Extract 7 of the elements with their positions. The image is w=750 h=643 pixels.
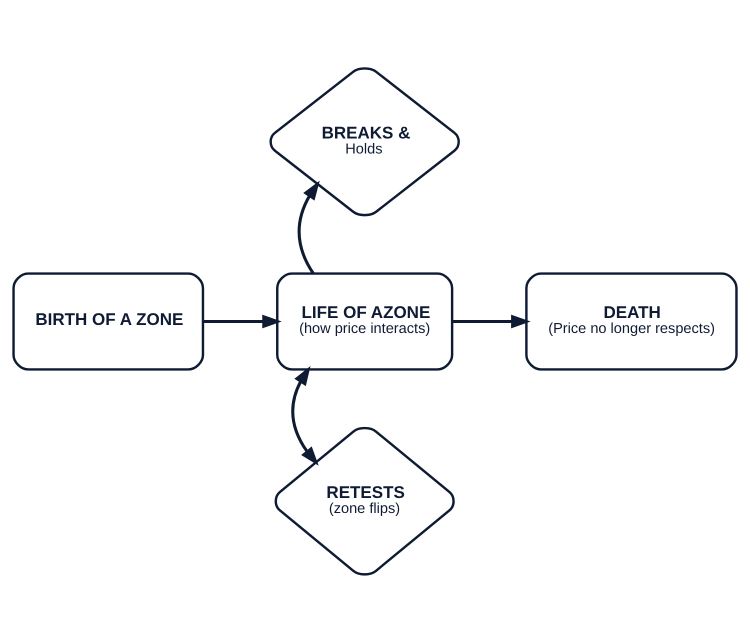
node-box: BIRTH OF A ZONE (12, 272, 204, 371)
arrow (298, 180, 320, 274)
arrow (452, 314, 531, 328)
node-box: LIFE OF AZONE (how price interacts) (276, 272, 454, 371)
arrow (291, 366, 319, 466)
node-box: DEATH (Price no longer respects) (525, 272, 738, 371)
arrow (203, 314, 282, 328)
